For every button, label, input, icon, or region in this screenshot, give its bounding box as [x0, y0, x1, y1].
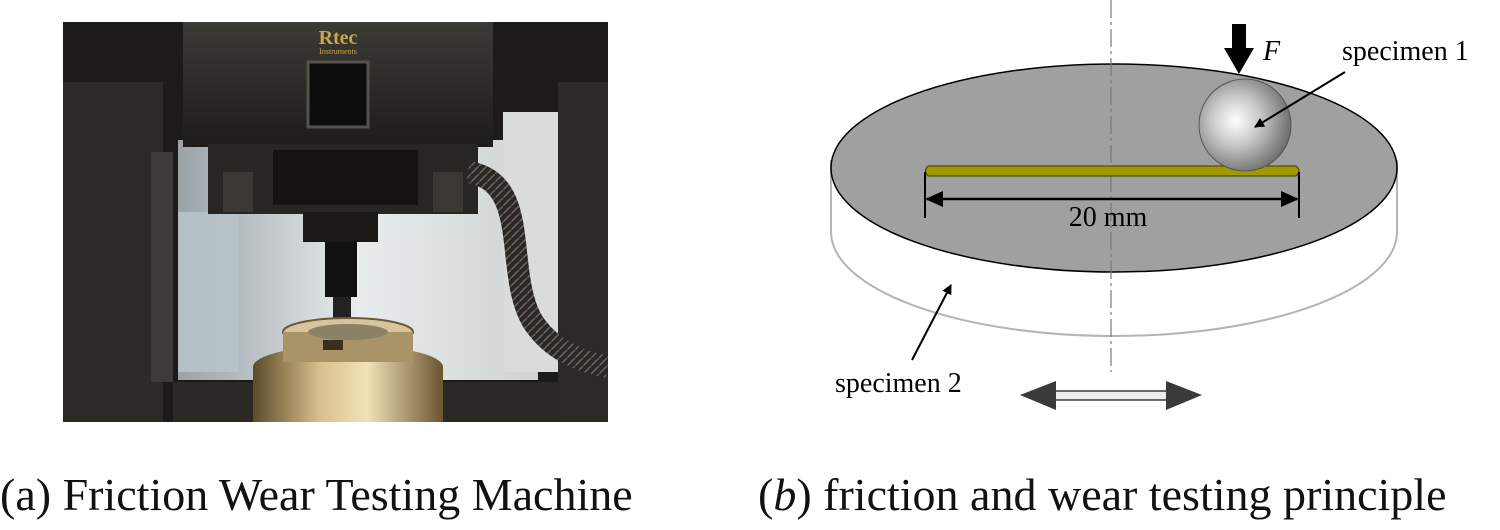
brand-subtext: Instruments: [319, 47, 357, 56]
load-cell-block: [273, 150, 418, 205]
left-rail: [151, 152, 173, 382]
caption-b-text: friction and wear testing principle: [823, 469, 1447, 520]
brand-text: Rtec: [319, 27, 358, 49]
caption-a-text: Friction Wear Testing Machine: [62, 469, 633, 520]
carriage-bracket-right: [433, 172, 463, 212]
caption-b-close: ): [796, 469, 824, 520]
caption-b-letter: b: [773, 469, 797, 520]
spindle-collar: [303, 212, 378, 242]
motion-arrow-head-right: [1166, 381, 1202, 410]
wear-track: [925, 165, 1300, 177]
tribometer-illustration: Rtec Instruments: [63, 22, 611, 422]
caption-b-open: (: [758, 469, 774, 520]
window-pane: [178, 212, 238, 372]
specimen2-leader: [911, 284, 952, 361]
carriage-bracket-left: [223, 172, 253, 212]
caption-a-prefix: (a): [0, 469, 63, 520]
dimension-label: 20 mm: [1069, 202, 1148, 233]
base-right: [443, 382, 558, 422]
spindle-shaft: [325, 242, 357, 297]
base-left: [173, 382, 253, 422]
tribometer-photo: Rtec Instruments: [63, 22, 611, 422]
sensor-cable: [465, 161, 611, 378]
head-window: [306, 60, 370, 129]
force-arrow-shaft: [1232, 24, 1246, 50]
caption-b: (b) friction and wear testing principle: [758, 468, 1447, 521]
stage-body: [253, 367, 443, 422]
sample-disk: [308, 324, 388, 340]
specimen1-label: specimen 1: [1342, 36, 1469, 67]
force-label: F: [1262, 36, 1281, 67]
motion-arrow-head-left: [1020, 381, 1056, 410]
ball-specimen: [1198, 78, 1292, 172]
clamp: [323, 340, 343, 350]
specimen1-leader: [1254, 71, 1346, 128]
ball-holder: [333, 297, 351, 322]
left-column: [63, 82, 163, 422]
force-arrow-head: [1224, 48, 1254, 74]
specimen2-label: specimen 2: [835, 368, 962, 399]
motion-arrow-bar: [1051, 390, 1171, 401]
caption-a: (a) Friction Wear Testing Machine: [0, 468, 633, 521]
principle-svg: F specimen 1 20 mm specimen 2: [830, 0, 1469, 410]
principle-diagram: F specimen 1 20 mm specimen 2: [820, 0, 1500, 420]
